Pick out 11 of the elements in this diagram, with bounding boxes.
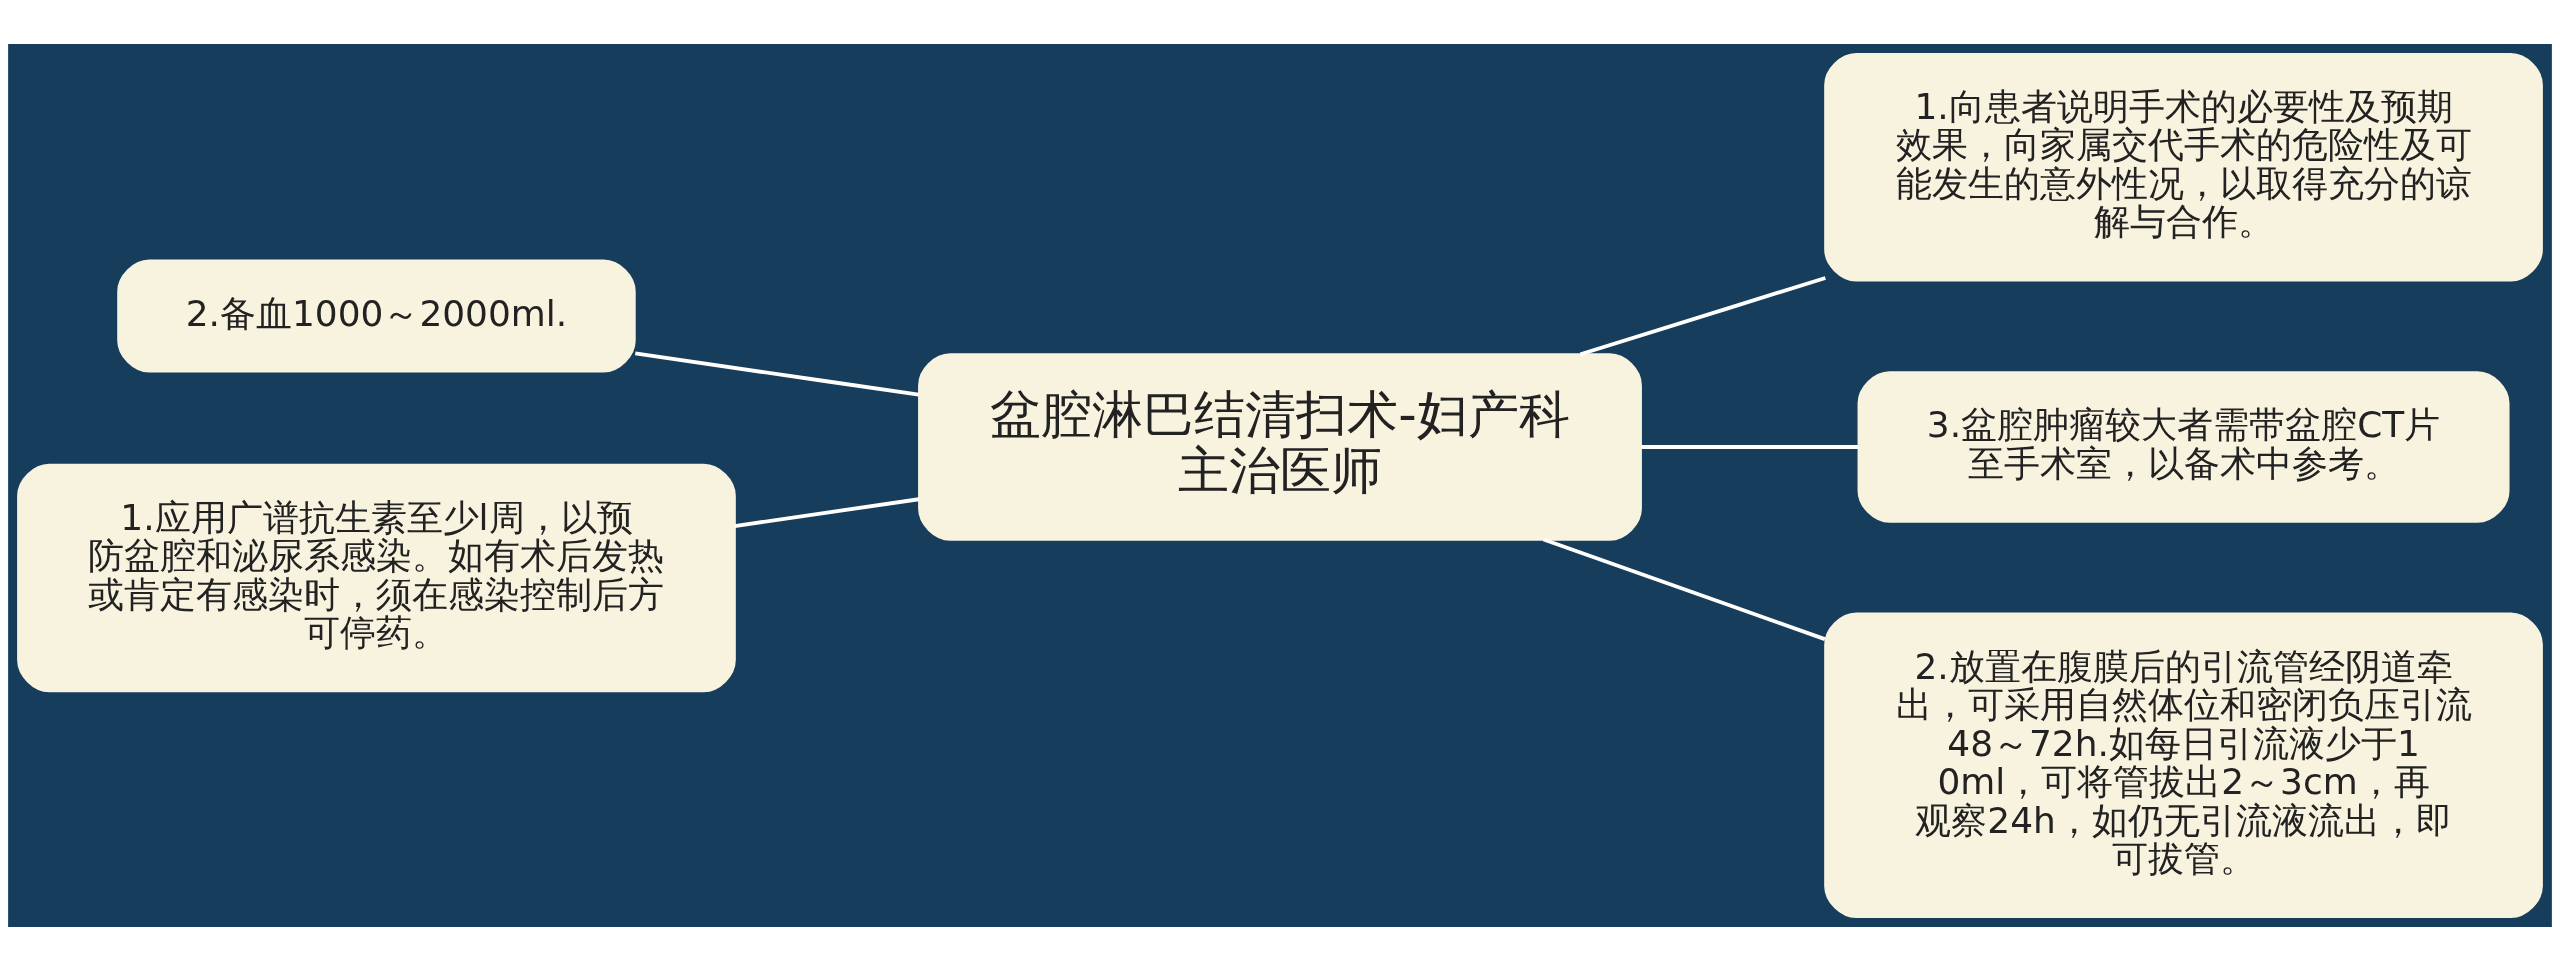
node-box: 1.应用广谱抗生素至少l周，以预防盆腔和泌尿系感染。如有术后发热或肯定有感染时，须在感染控制后方可停药。: [17, 463, 736, 693]
connector: [1542, 537, 1826, 641]
node-box: 3.盆腔肿瘤较大者需带盆腔CT片至手术室，以备术中参考。: [1857, 371, 2510, 523]
node-box: 盆腔淋巴结清扫术-妇产科主治医师: [918, 353, 1642, 541]
connector: [734, 497, 920, 528]
node-box: 2.备血1000～2000ml.: [117, 259, 636, 373]
node-box: 1.向患者说明手术的必要性及预期效果，向家属交代手术的危险性及可能发生的意外性况，以取得充分的谅解与合作。: [1824, 53, 2543, 282]
connector: [1579, 276, 1826, 357]
connector: [1640, 445, 1859, 449]
connector: [635, 351, 919, 397]
node-box: 2.放置在腹膜后的引流管经阴道牵出，可采用自然体位和密闭负压引流48～72h.如每日引流液少于10ml，可将管拔出2～3cm，再观察24h，如仍无引流液流出，即可拔管。: [1824, 612, 2543, 918]
